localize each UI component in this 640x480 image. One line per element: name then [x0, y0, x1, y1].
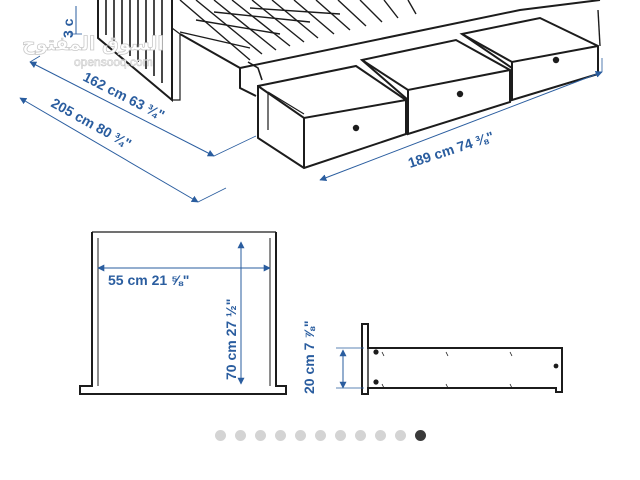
- carousel-dot-8[interactable]: [354, 429, 366, 441]
- carousel-dot-5[interactable]: [294, 429, 306, 441]
- watermark-latin: opensooq.com: [74, 55, 153, 69]
- carousel-dot-2[interactable]: [234, 429, 246, 441]
- carousel-dot-9[interactable]: [374, 429, 386, 441]
- watermark-arabic: السوق المفتوح: [22, 33, 164, 55]
- image-carousel-pagination: [0, 426, 640, 444]
- drawer-width-label: 55 cm 21 ⅝": [108, 272, 189, 288]
- drawer-side-view: [336, 323, 563, 395]
- width-label-189: 189 cm 74 ⅜": [406, 128, 496, 171]
- carousel-dot-3[interactable]: [254, 429, 266, 441]
- carousel-dot-1[interactable]: [214, 429, 226, 441]
- carousel-dot-7[interactable]: [334, 429, 346, 441]
- bed-dimension-lines: [19, 6, 603, 203]
- carousel-dot-4[interactable]: [274, 429, 286, 441]
- height-label-cut: 3 c: [60, 18, 76, 38]
- bed-illustration: [97, 0, 601, 170]
- carousel-dot-6[interactable]: [314, 429, 326, 441]
- carousel-dot-11[interactable]: [414, 429, 426, 441]
- drawer-depth-label: 70 cm 27 ½": [223, 299, 239, 380]
- drawer-height-label-cm: 20 cm 7 ⅞": [301, 320, 317, 394]
- drawer-top-view: [79, 231, 287, 395]
- carousel-dot-10[interactable]: [394, 429, 406, 441]
